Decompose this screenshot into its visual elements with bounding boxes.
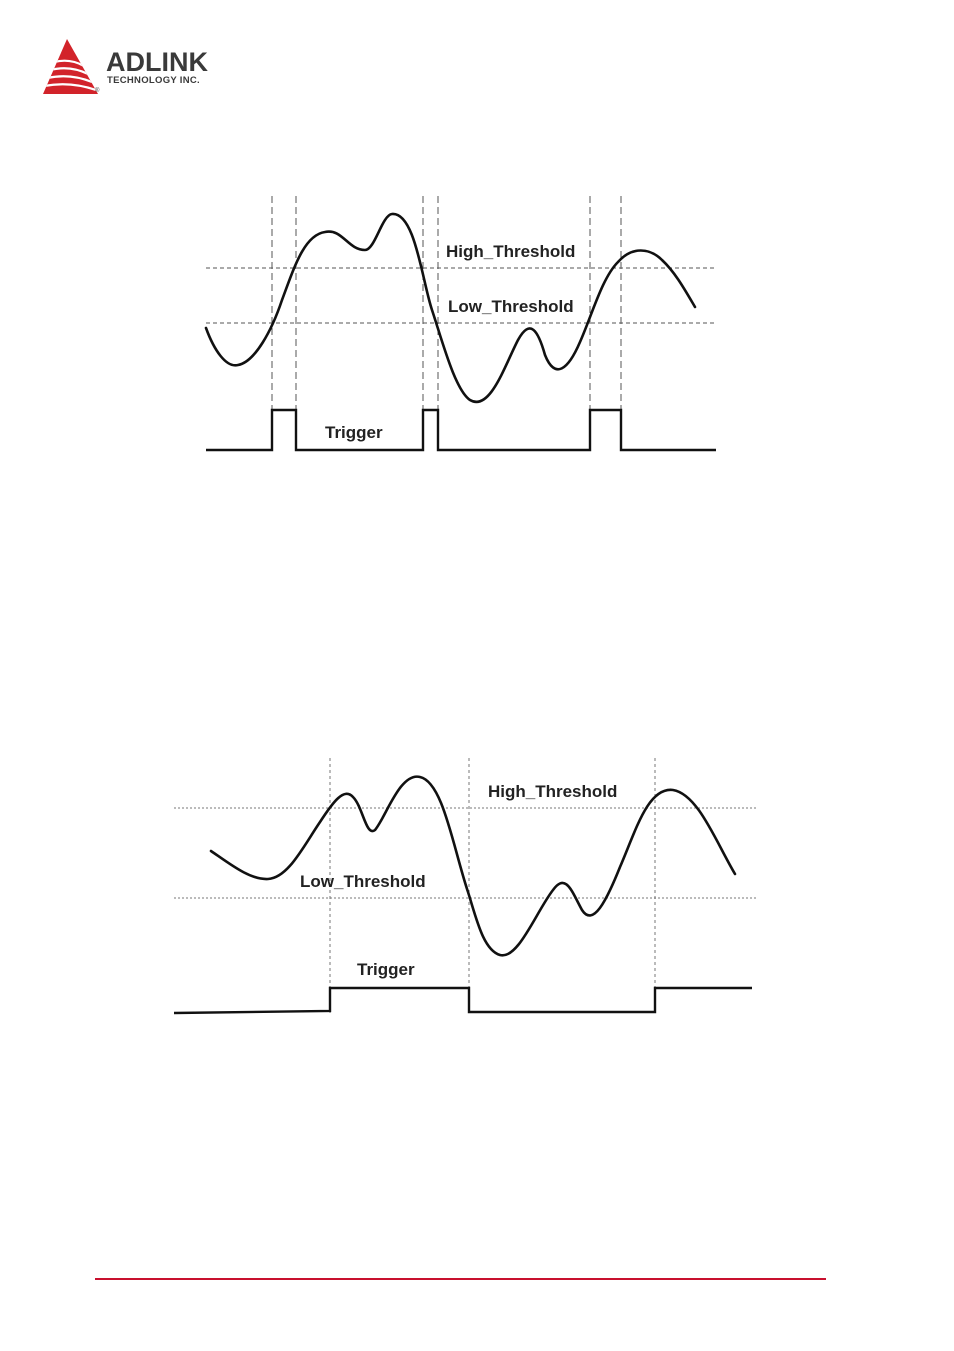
threshold-trigger-diagram-2: High_Threshold Low_Threshold Trigger <box>168 752 768 1027</box>
low-threshold-label: Low_Threshold <box>300 873 426 890</box>
footer-divider <box>95 1278 826 1280</box>
trigger-label: Trigger <box>357 961 415 978</box>
low-threshold-label: Low_Threshold <box>448 298 574 315</box>
high-threshold-label: High_Threshold <box>446 243 575 260</box>
diagram-1-graphic <box>200 190 730 465</box>
adlink-logo: ® ADLINK TECHNOLOGY INC. <box>40 36 240 100</box>
trigger-label: Trigger <box>325 424 383 441</box>
diagram-2-graphic <box>168 752 768 1027</box>
high-threshold-label: High_Threshold <box>488 783 617 800</box>
threshold-trigger-diagram-1: High_Threshold Low_Threshold Trigger <box>200 190 730 465</box>
analog-signal-curve <box>211 777 735 956</box>
brand-name: ADLINK <box>106 49 208 76</box>
trigger-pulse-train <box>206 410 716 450</box>
trigger-pulse-train <box>174 988 752 1013</box>
registered-mark: ® <box>95 88 99 94</box>
brand-tagline: TECHNOLOGY INC. <box>107 76 200 86</box>
